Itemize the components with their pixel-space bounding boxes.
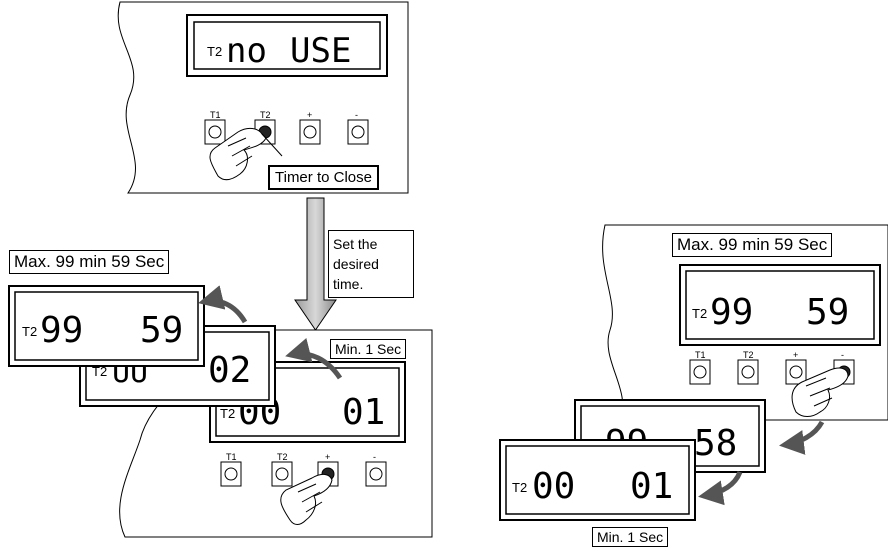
button-minus-label: - <box>355 110 358 120</box>
right-max-label: Max. 99 min 59 Sec <box>672 233 833 257</box>
left-hand-icon <box>280 473 333 525</box>
right-top-right: 59 <box>806 292 849 333</box>
left-button-minus[interactable]: - <box>365 452 387 487</box>
right-min-label: Min. 1 Sec <box>592 527 669 547</box>
display-prefix: T2 <box>207 44 222 59</box>
left-front-left: 99 <box>40 310 83 351</box>
left-button-t1[interactable]: T1 <box>220 452 242 487</box>
button-t1-label: T1 <box>210 110 221 120</box>
left-button-t2-label: T2 <box>277 452 288 462</box>
right-button-t1-label: T1 <box>695 350 706 360</box>
curved-arrow-right-top-to-middle <box>779 420 825 455</box>
left-back-right: 01 <box>342 392 385 433</box>
left-button-minus-label: - <box>373 452 376 462</box>
curved-arrow-middle-to-front <box>198 285 248 324</box>
note-line-2: desired time. <box>333 256 379 292</box>
right-button-t2[interactable]: T2 <box>737 350 759 385</box>
display-left: no <box>226 31 267 71</box>
right-top-prefix: T2 <box>692 306 707 321</box>
right-buttons: T1 T2 + - <box>689 350 855 385</box>
right-button-minus-label: - <box>841 350 844 360</box>
right-button-t2-label: T2 <box>743 350 754 360</box>
curved-arrow-back-to-middle <box>285 338 343 380</box>
timer-to-close-label: Timer to Close <box>268 165 379 190</box>
left-front-prefix: T2 <box>22 324 37 339</box>
big-down-arrow <box>294 197 337 331</box>
left-middle-prefix: T2 <box>92 364 107 379</box>
curved-arrow-right-middle-to-front <box>698 470 743 506</box>
left-middle-right: 02 <box>208 350 251 391</box>
right-button-plus[interactable]: + <box>785 350 807 385</box>
right-top-left: 99 <box>710 292 753 333</box>
left-button-t2[interactable]: T2 <box>271 452 293 487</box>
left-front-right: 59 <box>140 310 183 351</box>
left-button-plus-label: + <box>325 452 330 462</box>
button-t2-label: T2 <box>260 110 271 120</box>
right-display-top: T2 99 59 <box>679 264 881 346</box>
right-button-t1[interactable]: T1 <box>689 350 711 385</box>
right-panel: T2 99 59 T1 T2 + - <box>602 224 888 421</box>
right-front-right: 01 <box>630 466 673 507</box>
left-min-label: Min. 1 Sec <box>330 339 407 359</box>
right-front-prefix: T2 <box>512 480 527 495</box>
right-display-front: T2 00 01 <box>499 439 696 521</box>
left-button-t1-label: T1 <box>226 452 237 462</box>
top-panel: T2 no USE T1 T2 + - <box>117 1 409 194</box>
left-display-front: T2 99 59 <box>8 285 205 367</box>
note-line-1: Set the <box>333 236 378 252</box>
top-display: T2 no USE <box>186 14 388 77</box>
right-button-plus-label: + <box>793 350 798 360</box>
right-front-left: 00 <box>532 466 575 507</box>
left-back-prefix: T2 <box>220 406 235 421</box>
set-desired-time-note: Set the desired time. <box>328 230 414 298</box>
left-max-label: Max. 99 min 59 Sec <box>9 250 170 274</box>
button-plus-label: + <box>307 110 312 120</box>
button-plus[interactable]: + <box>299 110 321 145</box>
right-hand-icon <box>791 367 849 417</box>
display-right: USE <box>290 31 351 71</box>
button-minus[interactable]: - <box>347 110 369 145</box>
right-middle-right: 58 <box>694 423 737 464</box>
button-t1[interactable]: T1 <box>204 110 226 145</box>
hand-icon <box>209 127 283 181</box>
